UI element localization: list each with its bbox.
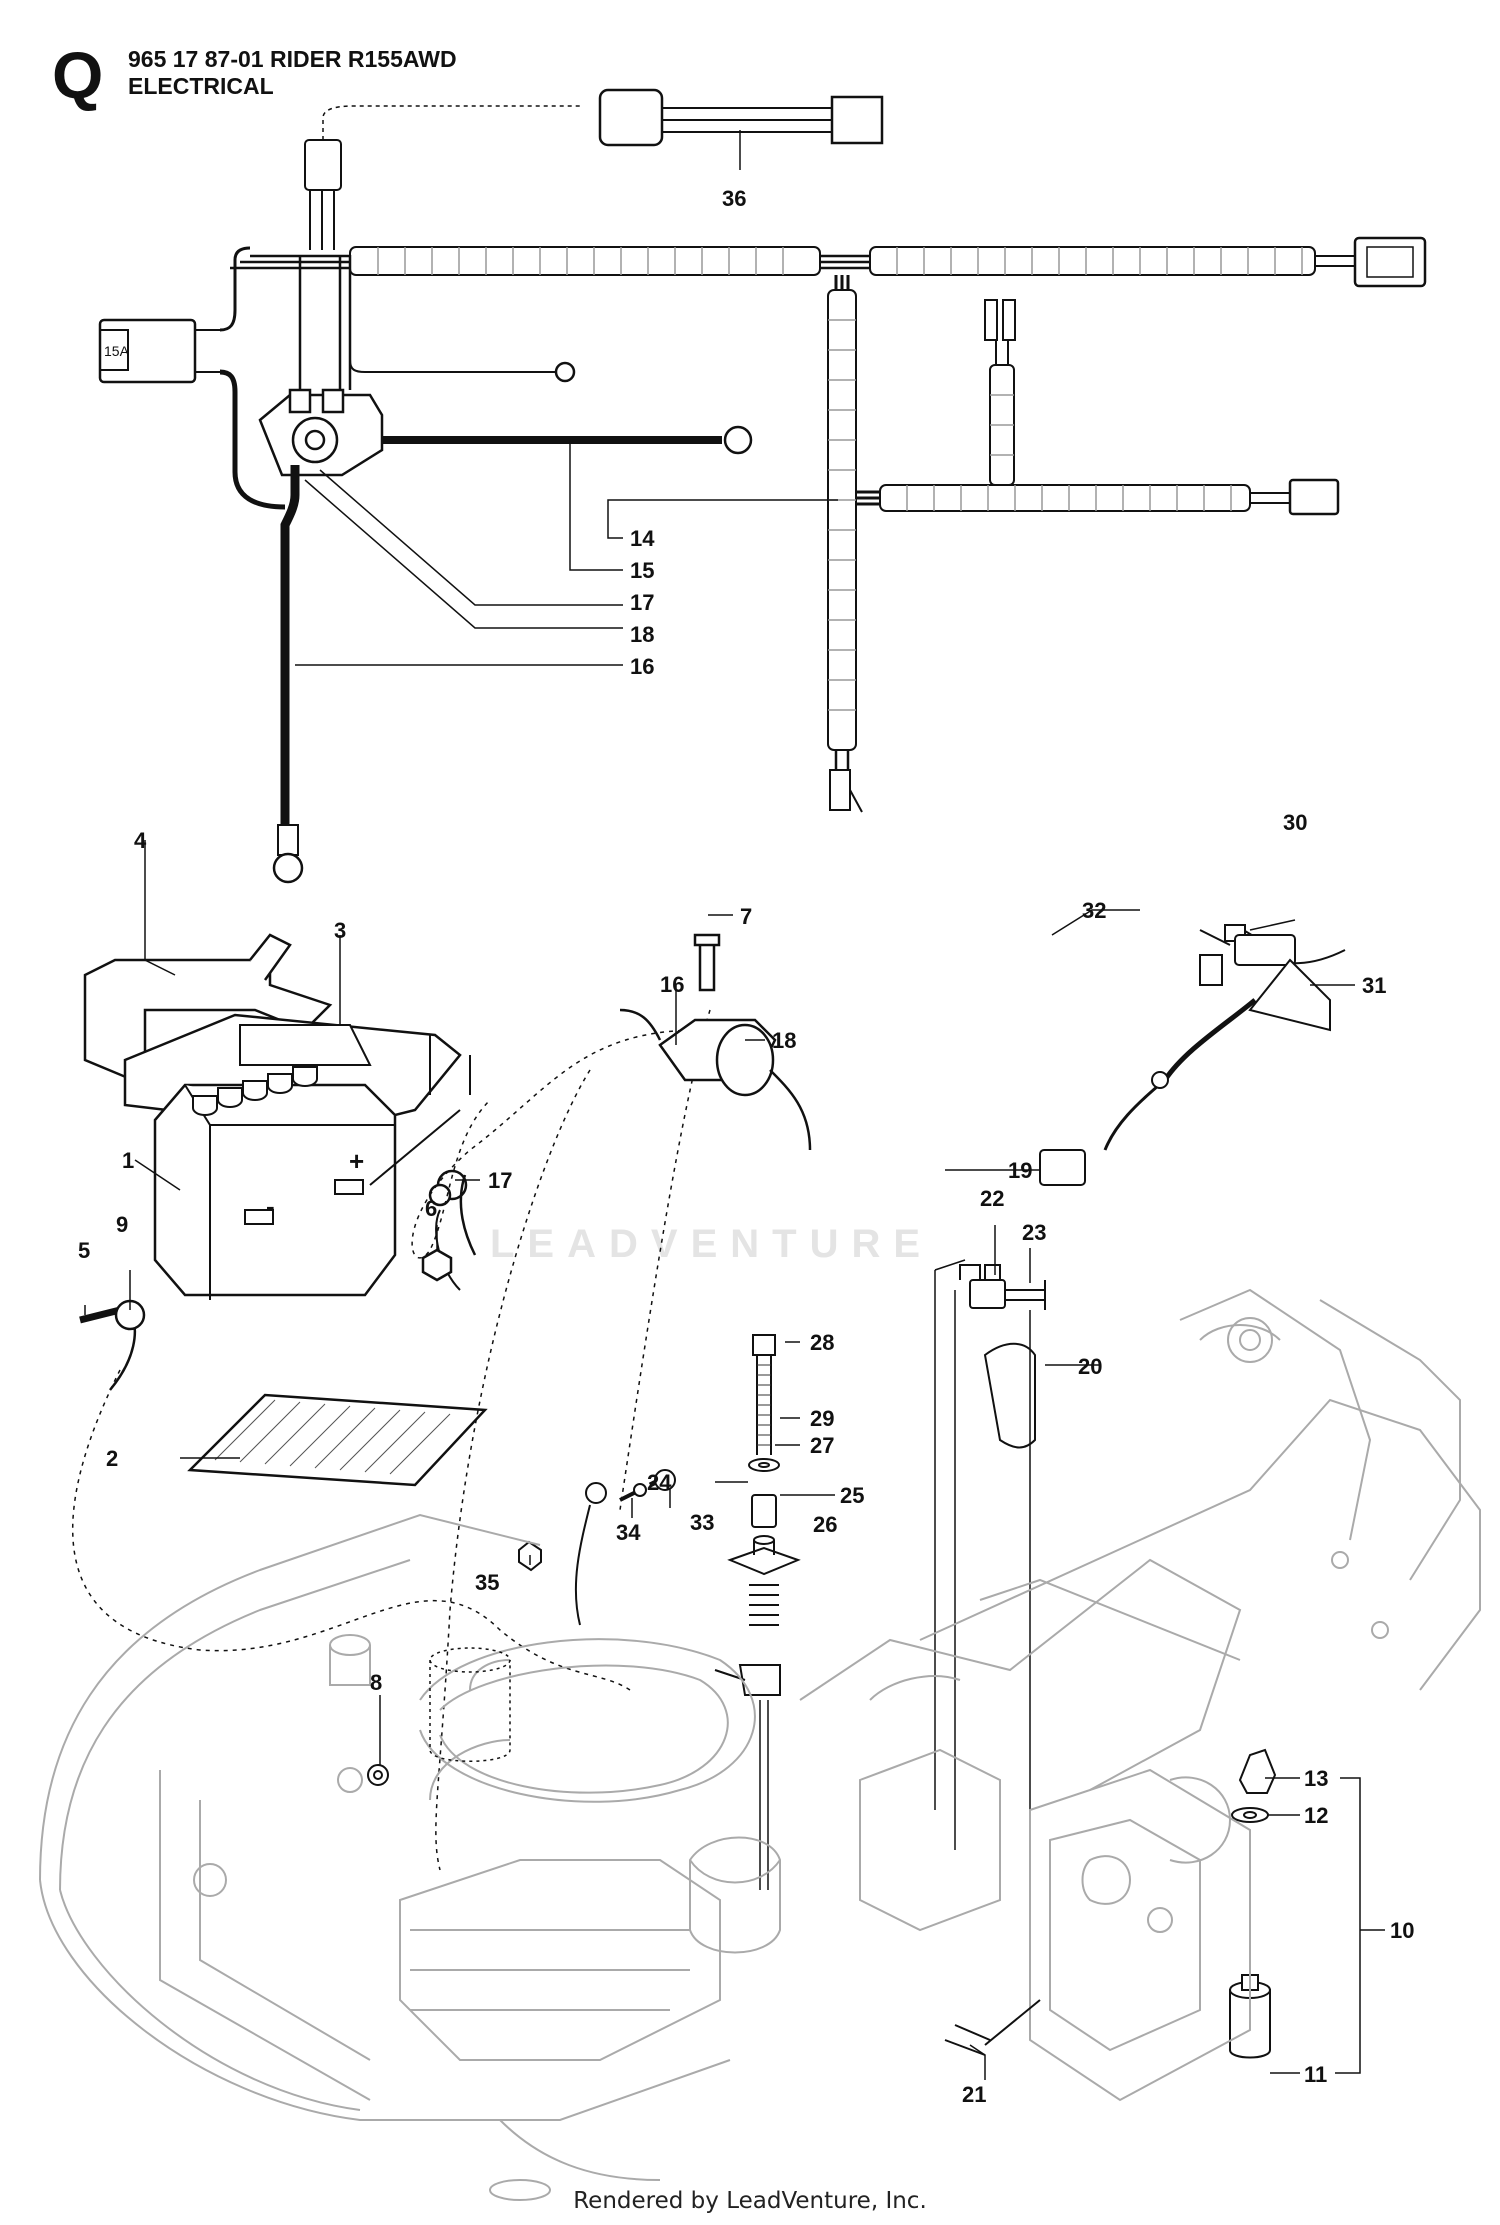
callout-5: 5 <box>78 1238 90 1263</box>
wire-probe-21 <box>944 1999 1041 2056</box>
callout-34: 34 <box>616 1520 641 1545</box>
callout-35: 35 <box>475 1570 499 1595</box>
bead-dividers <box>377 247 1303 275</box>
callout-30: 30 <box>1283 810 1307 835</box>
callout-4: 4 <box>134 828 147 853</box>
callout-15: 15 <box>630 558 654 583</box>
ground-hardware <box>518 1469 676 1626</box>
callout-7: 7 <box>740 904 752 929</box>
callout-3: 3 <box>334 918 346 943</box>
key-switch <box>1229 1748 1277 2059</box>
callout-32: 32 <box>1082 898 1106 923</box>
callout-12: 12 <box>1304 1803 1328 1828</box>
trunk-end-connector <box>1353 236 1427 288</box>
callout-17: 17 <box>630 590 654 615</box>
callout-1: 1 <box>122 1148 134 1173</box>
solenoid <box>258 388 384 477</box>
callout-25: 25 <box>840 1483 864 1508</box>
tractor-chassis <box>39 1288 1481 2201</box>
callout-16-lower: 16 <box>660 972 684 997</box>
callout-33: 33 <box>690 1510 714 1535</box>
air-cleaner-dashed <box>429 1647 511 1762</box>
callout-21: 21 <box>962 2082 986 2107</box>
callout-labels: 36 14 15 17 18 16 4 3 7 16 18 30 32 31 1… <box>78 186 1414 2107</box>
leader-lines-lower <box>84 840 1385 2080</box>
branch-end-connector <box>1288 478 1340 516</box>
callout-19: 19 <box>1008 1158 1032 1183</box>
callout-22: 22 <box>980 1186 1004 1211</box>
model-line: 965 17 87-01 RIDER R155AWD <box>128 46 457 72</box>
battery-assembly <box>79 933 488 1487</box>
callout-6: 6 <box>425 1196 437 1221</box>
positive-terminal-sign: + <box>349 1146 364 1176</box>
fastener-8 <box>367 1764 389 1786</box>
diagram-title: 965 17 87-01 RIDER R155AWD ELECTRICAL <box>128 46 457 100</box>
callout-24: 24 <box>647 1470 672 1495</box>
plunger-switch <box>714 1334 801 1890</box>
callout-13: 13 <box>1304 1766 1328 1791</box>
watermark: LEADVENTURE <box>490 1222 934 1266</box>
section-name: ELECTRICAL <box>128 73 274 99</box>
connector-36 <box>598 88 664 147</box>
callout-2: 2 <box>106 1446 118 1471</box>
negative-terminal-sign: - <box>266 1191 275 1221</box>
callout-10: 10 <box>1390 1918 1414 1943</box>
solenoid-lower <box>619 933 812 1151</box>
callout-23: 23 <box>1022 1220 1046 1245</box>
callout-11: 11 <box>1304 2062 1327 2087</box>
callout-14: 14 <box>630 526 655 551</box>
footer-credit: Rendered by LeadVenture, Inc. <box>573 2188 927 2214</box>
section-letter: Q <box>52 38 104 112</box>
leader-lines-top <box>295 130 838 666</box>
callout-18-lower: 18 <box>772 1028 796 1053</box>
switch-assembly <box>1039 924 1346 1186</box>
callout-17-lower: 17 <box>488 1168 512 1193</box>
seat-switch <box>934 1259 1046 1890</box>
callout-16: 16 <box>630 654 654 679</box>
wiring-harness: 15A <box>98 88 1427 884</box>
callout-36: 36 <box>722 186 746 211</box>
callout-26: 26 <box>813 1512 837 1537</box>
callout-20: 20 <box>1078 1354 1102 1379</box>
fuse-label: 15A <box>104 343 130 359</box>
callout-9: 9 <box>116 1212 128 1237</box>
callout-18: 18 <box>630 622 654 647</box>
callout-29: 29 <box>810 1406 834 1431</box>
callout-27: 27 <box>810 1433 834 1458</box>
callout-31: 31 <box>1362 973 1386 998</box>
callout-28: 28 <box>810 1330 834 1355</box>
callout-8: 8 <box>370 1670 382 1695</box>
